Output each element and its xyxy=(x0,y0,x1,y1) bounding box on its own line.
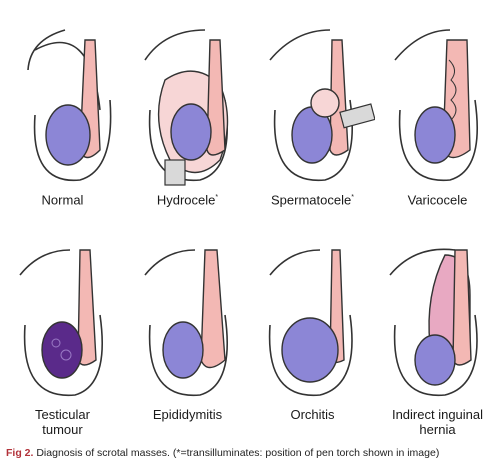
panel-hydrocele: Hydrocele* xyxy=(125,0,250,207)
label-hydrocele: Hydrocele* xyxy=(156,192,219,208)
label-normal: Normal xyxy=(41,192,84,208)
spermatocele-illustration xyxy=(269,29,375,182)
figure-number: Fig 2. xyxy=(6,447,34,459)
testicular-tumour-illustration xyxy=(19,249,103,397)
indirect-inguinal-hernia-illustration xyxy=(389,248,478,397)
label-indirect-inguinal-hernia: Indirect inguinal hernia xyxy=(391,407,484,437)
panel-normal: Normal xyxy=(0,0,125,207)
label-orchitis: Orchitis xyxy=(290,407,335,422)
panel-varicocele: Varicocele xyxy=(375,0,500,207)
panel-indirect-inguinal-hernia: Indirect inguinal hernia xyxy=(375,235,500,437)
pen-torch-icon xyxy=(339,103,375,129)
label-epididymitis: Epididymitis xyxy=(152,407,223,422)
caption-text: Diagnosis of scrotal masses. (*=transill… xyxy=(36,447,440,459)
label-testicular-tumour: Testicular tumour xyxy=(35,407,90,437)
label-varicocele: Varicocele xyxy=(407,192,468,208)
normal-illustration xyxy=(27,29,112,182)
panel-testicular-tumour: Testicular tumour xyxy=(0,235,125,437)
figure-caption: Fig 2. Diagnosis of scrotal masses. (*=t… xyxy=(6,447,496,459)
epididymitis-illustration xyxy=(144,249,228,397)
panel-spermatocele: Spermatocele* xyxy=(250,0,375,207)
label-spermatocele: Spermatocele* xyxy=(271,192,354,208)
pen-torch-icon xyxy=(164,159,186,186)
orchitis-illustration xyxy=(268,249,353,397)
panel-epididymitis: Epididymitis xyxy=(125,235,250,435)
varicocele-illustration xyxy=(394,29,478,182)
hydrocele-illustration xyxy=(144,29,229,186)
panel-orchitis: Orchitis xyxy=(250,235,375,435)
